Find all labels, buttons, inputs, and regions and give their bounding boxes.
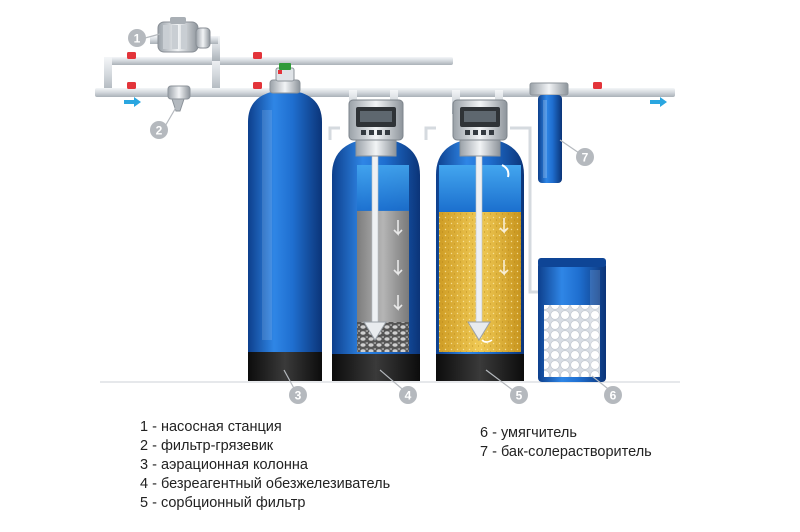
pump-icon xyxy=(157,17,211,53)
legend-item: 3 - аэрационная колонна xyxy=(140,457,308,473)
legend-item: 1 - насосная станция xyxy=(140,419,282,435)
legend-item: 4 - безреагентный обезжелезиватель xyxy=(140,476,391,492)
callout-label-1: 1 xyxy=(134,32,141,46)
legend-item: 7 - бак-солерастворитель xyxy=(480,444,652,460)
legend-item: 6 - умягчитель xyxy=(480,425,577,441)
flow-arrow-icons xyxy=(124,97,667,107)
legend-item: 5 - сорбционный фильтр xyxy=(140,495,306,511)
callout-label-4: 4 xyxy=(405,389,412,403)
legend-right: 6 - умягчитель 7 - бак-солерастворитель xyxy=(480,424,652,462)
callout-badge-4: 4 xyxy=(399,386,417,404)
iron-removal-tank xyxy=(332,99,420,381)
valve-icon xyxy=(127,52,136,59)
callout-label-5: 5 xyxy=(516,389,523,403)
legend-left: 1 - насосная станция 2 - фильтр-грязевик… xyxy=(140,418,390,513)
callout-badge-5: 5 xyxy=(510,386,528,404)
sorption-filter-tank xyxy=(436,99,524,381)
callout-badge-7: 7 xyxy=(576,148,594,166)
flow-arrow-icon xyxy=(650,97,667,107)
callout-badge-3: 3 xyxy=(289,386,307,404)
callout-badge-1: 1 xyxy=(128,29,146,47)
callout-label-7: 7 xyxy=(582,151,589,165)
valve-icon xyxy=(253,82,262,89)
legend-item: 2 - фильтр-грязевик xyxy=(140,438,274,454)
mud-filter-icon xyxy=(167,85,191,112)
callout-badge-2: 2 xyxy=(150,121,168,139)
valve-icon xyxy=(253,52,262,59)
valve-icon xyxy=(127,82,136,89)
valve-icon xyxy=(593,82,602,89)
callout-label-3: 3 xyxy=(295,389,302,403)
aeration-column xyxy=(248,63,322,381)
valve-icons xyxy=(127,52,602,89)
callout-label-2: 2 xyxy=(156,124,163,138)
brine-tank xyxy=(538,258,606,382)
callout-label-6: 6 xyxy=(610,389,617,403)
softener-cartridge xyxy=(529,82,569,183)
flow-arrow-icon xyxy=(124,97,141,107)
callout-badge-6: 6 xyxy=(604,386,622,404)
